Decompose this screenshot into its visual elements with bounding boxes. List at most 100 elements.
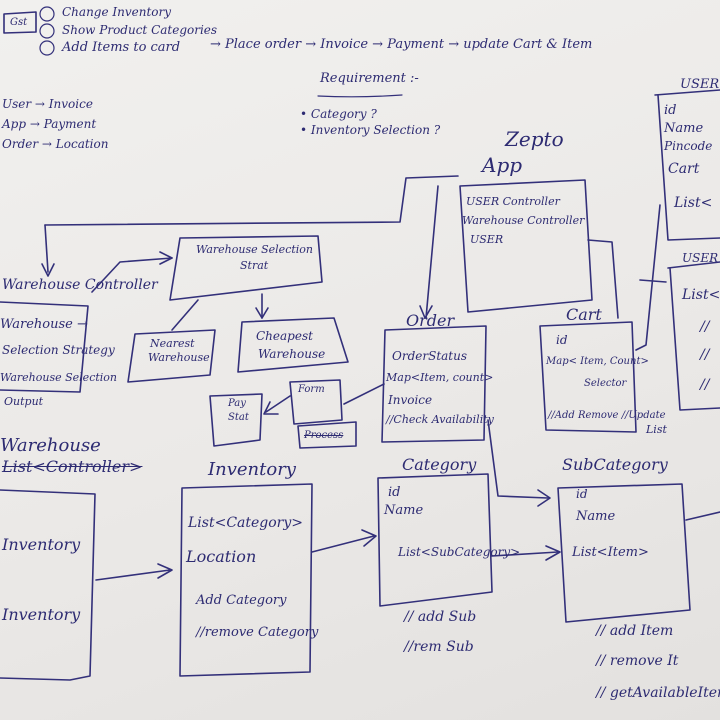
zepto-field-1: USER Controller [466,195,560,208]
cart-field-5: List [646,423,667,436]
connector-user2 [639,279,667,283]
step-3: Add Items to card [62,40,181,55]
cart-field-2: Map< Item, Count> [546,356,649,367]
small-box-form: Form [298,384,325,395]
category-to-subcategory [491,551,559,557]
connector-zepto-cart [587,239,619,319]
requirement-1: • Category ? [300,107,377,121]
zepto-title: Zepto [505,127,564,151]
arrow-head-inventory [157,563,173,579]
step-chain: → Place order → Invoice → Payment → upda… [210,37,593,52]
warehouse-title: Warehouse [0,435,101,456]
arrow-head-category [361,529,377,547]
controller-box-outline [0,301,89,393]
cart-field-4: //Add Remove //Update [548,410,666,421]
cart-field-1: id [556,333,568,347]
inventory-field-2: Location [186,547,257,566]
subcategory-note-1: // add Item [596,623,674,639]
order-to-stat [343,383,385,405]
inventory-field-1: List<Category> [188,515,304,531]
arrow-head-pay [263,401,279,415]
controller-field-3: Warehouse Selection [0,371,117,384]
form-box-outline [289,379,343,425]
arrow-head-left [41,263,55,277]
user-field-1: id [664,103,677,118]
cheapest-label-2: Warehouse [258,347,326,361]
zepto-app: App [482,153,523,177]
connector-to-order [425,185,439,319]
strategy-to-nearest [171,299,199,331]
order-field-1: OrderStatus [392,349,467,363]
zepto-box-outline [459,179,593,313]
left-box-field-1: Inventory [2,535,81,554]
step-1-circle [39,6,55,22]
cart-title: Cart [566,305,602,324]
connector-zepto-warehouse [44,175,459,226]
subcategory-field-1: id [576,487,588,501]
inventory-to-category [311,535,375,553]
arrow-head-sub [545,545,561,561]
step-3-circle [39,40,55,56]
nearest-box-outline [127,329,216,383]
user2-title: USER [682,251,719,265]
order-field-3: Invoice [388,393,433,407]
user-field-5: List< [674,195,713,211]
cart-field-3: Selector [584,378,627,389]
subcategory-note-3: // getAvailableItem [596,685,720,701]
controller-field-2: Selection Strategy [2,343,115,357]
user-box-outline [654,89,720,241]
header-tag-box [3,11,37,34]
user2-field-3: // [700,347,710,363]
user-field-4: Cart [668,161,700,177]
nearest-label-1: Nearest [150,337,195,350]
warehouse-box-outline [0,489,96,681]
step-2: Show Product Categories [62,23,218,37]
connector-controller-strategy [91,257,173,293]
controller-title: Warehouse Controller [2,277,158,293]
category-note-2: //rem Sub [404,639,474,655]
order-title: Order [406,311,455,330]
user2-field-4: // [700,377,710,393]
user2-box-outline [667,261,720,411]
left-box-field-2: Inventory [2,605,81,624]
connector-user-cart [635,204,661,351]
strategy-label-2: Strat [240,259,269,272]
subcategory-edge-right [685,511,720,521]
arrow-head-cheapest [255,307,269,319]
strategy-label-1: Warehouse Selection [196,243,313,256]
cheapest-label-1: Cheapest [256,329,313,343]
user-field-2: Name [664,121,704,136]
stat-to-pay [265,395,291,413]
cart-box-outline [539,321,637,433]
order-field-4: //Check Availability [386,413,494,426]
small-box-stat: Stat [228,412,249,423]
process-box-outline [297,421,357,449]
user-field-3: Pincode [664,139,713,153]
connector-left-down [44,224,49,273]
user2-field-1: List< [682,287,720,303]
zepto-field-3: USER [470,233,504,246]
nearest-label-2: Warehouse [148,351,210,364]
requirement-title: Requirement :- [320,71,419,86]
arrow-head-order [419,305,433,319]
category-field-3: List<SubCategory> [398,545,521,559]
user-title: USER [680,77,720,92]
subcategory-title: SubCategory [562,455,668,474]
entity-order: Order → Location [2,137,109,151]
category-note-1: // add Sub [404,609,477,625]
controller-field-4: Output [4,395,44,408]
requirement-underline [317,94,403,98]
arrow-head-subcategory [537,489,551,507]
cart-to-subcategory [487,419,549,499]
small-box-process: Process [304,430,344,441]
order-field-2: Map<Item, count> [386,371,494,384]
subcategory-field-3: List<Item> [572,545,649,560]
warehouse-field-1: List<Controller> [2,457,143,476]
pay-box-outline [209,393,263,447]
user2-field-2: // [700,319,710,335]
category-field-2: Name [384,503,424,518]
category-field-1: id [388,485,401,500]
header-tag: Gst [10,17,28,28]
entity-user: User → Invoice [2,97,93,111]
